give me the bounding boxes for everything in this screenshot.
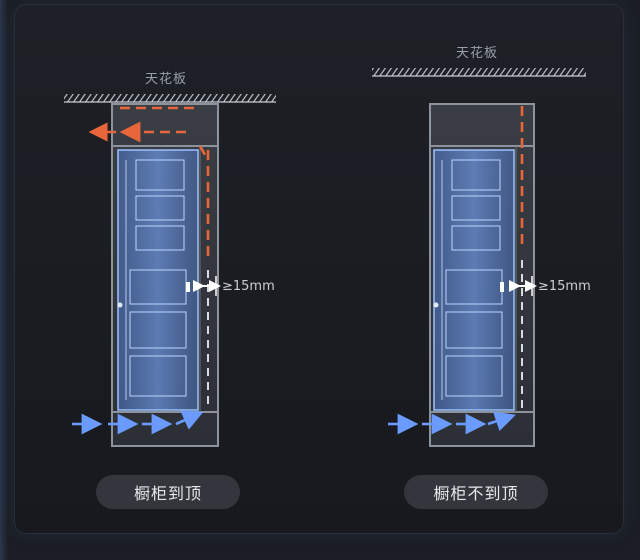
gap-indicator-right	[509, 276, 537, 296]
gap-indicator-left	[193, 276, 221, 296]
ceiling-label-right: 天花板	[456, 46, 499, 61]
ceiling-hatch-right	[372, 68, 586, 77]
right-scene	[372, 68, 586, 447]
cool-air-flow-right	[388, 411, 516, 435]
fridge-left	[117, 149, 199, 411]
cool-air-flow-left	[72, 410, 204, 435]
gap-label-right: ≥15mm	[538, 279, 591, 294]
caption-right: 橱柜不到顶	[404, 475, 548, 509]
edge-glow	[0, 0, 8, 560]
gap-label-left: ≥15mm	[222, 279, 275, 294]
fridge-right	[433, 149, 515, 411]
hot-air-flow-left	[119, 106, 210, 260]
caption-left: 橱柜到顶	[96, 475, 240, 509]
ceiling-label-left: 天花板	[145, 72, 188, 87]
ceiling-hatch-left	[64, 94, 276, 103]
left-scene	[64, 94, 276, 447]
